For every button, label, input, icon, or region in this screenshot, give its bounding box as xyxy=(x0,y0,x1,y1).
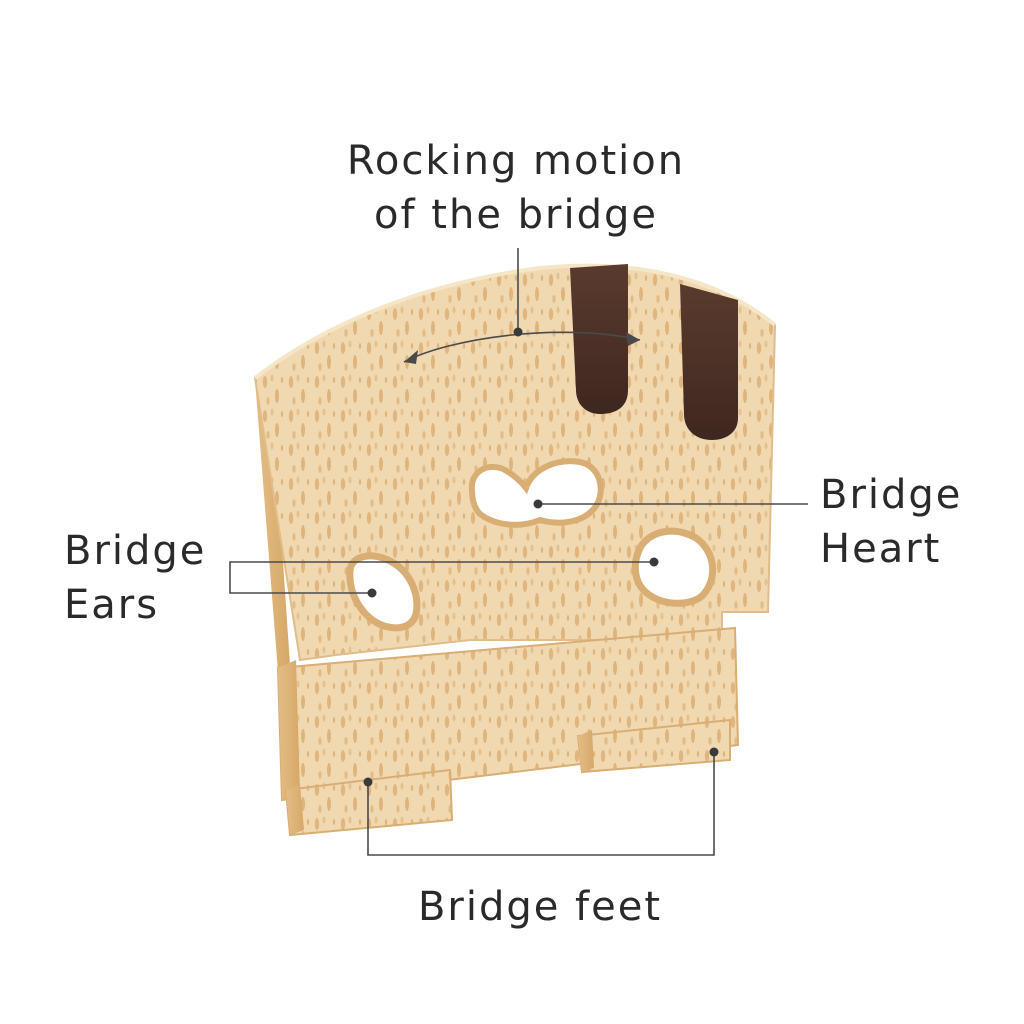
ebony-inlay-right xyxy=(680,284,738,440)
ear-right-dot xyxy=(649,557,659,567)
feet-leader-line xyxy=(367,752,715,856)
bridge-heart-label: Bridge Heart xyxy=(820,468,962,576)
rocking-dot xyxy=(513,327,523,337)
foot-left-dot xyxy=(363,777,373,787)
feet-label-text: Bridge feet xyxy=(417,884,663,930)
rocking-label-line1: Rocking motion xyxy=(346,138,686,184)
ears-label-line1: Bridge xyxy=(64,528,207,574)
rocking-arrowhead-right xyxy=(626,332,640,346)
rocking-arc-arrow xyxy=(403,331,641,363)
rocking-motion-label: Rocking motion of the bridge xyxy=(0,134,1024,242)
foot-right-dot xyxy=(709,747,719,757)
ears-label-line2: Ears xyxy=(64,582,160,628)
bridge-side-face xyxy=(255,370,290,672)
heart-dot xyxy=(533,499,543,509)
rocking-label-line2: of the bridge xyxy=(374,192,658,238)
ear-left-dot xyxy=(367,588,377,598)
bridge-feet-label: Bridge feet xyxy=(0,880,1024,934)
heart-label-line1: Bridge xyxy=(820,472,963,518)
ears-leader-line xyxy=(229,561,654,594)
ebony-inlay-left xyxy=(570,264,628,414)
bridge-ears-label: Bridge Ears xyxy=(64,524,206,632)
bridge-ear-left-cutout xyxy=(346,552,421,632)
bridge-ear-right-cutout xyxy=(631,527,717,607)
rocking-arrowhead-left xyxy=(404,350,418,364)
heart-label-line2: Heart xyxy=(820,526,942,572)
bridge-heart-cutout xyxy=(468,458,604,528)
bridge-foot-left xyxy=(284,768,454,837)
